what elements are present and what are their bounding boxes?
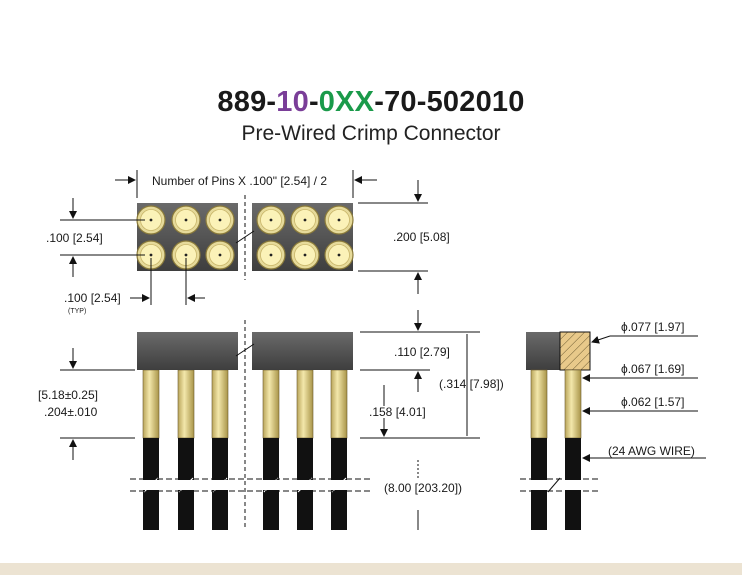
side-view: ϕ.077 [1.97] ϕ.067 [1.69] ϕ.062 [1.57] (… [520,320,706,530]
wire-upper [178,438,194,480]
wire-break-mark [331,477,347,493]
typical-note: (TYP) [68,308,86,315]
socket-center [269,253,273,257]
horizontal-pitch-dimension: .100 [2.54] [64,291,121,305]
break-symbol [235,230,255,244]
top-view: Number of Pins X .100" [2.54] / 2 .100 [… [46,170,450,315]
footer-band [0,563,742,575]
socket-center [184,218,188,222]
socket-array [136,205,354,270]
front-housing-right [252,332,353,370]
diameter-1-dimension: ϕ.077 [1.97] [621,320,684,334]
socket-center [337,218,341,222]
diameter-3-dimension: ϕ.062 [1.57] [621,395,684,409]
wire-lower [297,490,313,530]
front-view: .110 [2.79] (.314 [7.98]) .158 [4.01] [5… [38,310,504,530]
wire-gauge-label: (24 AWG WIRE) [608,444,695,458]
side-section-hatch [559,331,591,371]
front-pin [142,369,160,439]
front-pin [177,369,195,439]
row-span-dimension: .200 [5.08] [393,230,450,244]
header-height-dimension: .110 [2.79] [394,345,450,359]
wire-break-mark [263,477,279,493]
offset-imperial-dimension: .204±.010 [44,405,98,419]
wire-upper [297,438,313,480]
front-pin [296,369,314,439]
wire-lower [178,490,194,530]
part-number-pins: 10 [276,86,309,118]
socket-center [149,218,153,222]
offset-metric-dimension: [5.18±0.25] [38,388,98,402]
wire-break-mark [297,477,313,493]
part-number-title: 889-10-0XX-70-502010 [0,86,742,119]
wire-upper [212,438,228,480]
wire-upper [143,438,159,480]
socket-center [218,253,222,257]
part-number-separator: - [308,86,319,118]
vertical-pitch-dimension: .100 [2.54] [46,231,103,245]
socket-center [149,253,153,257]
socket-center [218,218,222,222]
wire-break-mark [143,477,159,493]
socket-center [303,218,307,222]
wire-break-mark [212,477,228,493]
front-pin [330,369,348,439]
part-number-suffix: -70-502010 [374,86,525,118]
part-description: Pre-Wired Crimp Connector [241,122,501,145]
side-housing [526,332,560,370]
part-number-prefix: 889- [217,86,277,118]
sleeve-height-dimension: .158 [4.01] [369,405,426,419]
front-pin [262,369,280,439]
front-pin-array [142,369,348,530]
wire-upper [263,438,279,480]
wire-lower [331,490,347,530]
front-housing-left [137,332,238,370]
wire-lower [212,490,228,530]
socket-center [269,218,273,222]
wire-length-dimension: (8.00 [203.20]) [384,481,462,495]
diameter-2-dimension: ϕ.067 [1.69] [621,362,684,376]
socket-center [303,253,307,257]
socket-center [184,253,188,257]
pin-count-width-label: Number of Pins X .100" [2.54] / 2 [152,174,327,188]
front-pin [211,369,229,439]
wire-lower [263,490,279,530]
wire-break-mark [178,477,194,493]
wire-upper [331,438,347,480]
total-height-dimension: (.314 [7.98]) [439,377,504,391]
part-number-code: 0XX [318,86,375,118]
socket-center [337,253,341,257]
wire-lower [143,490,159,530]
